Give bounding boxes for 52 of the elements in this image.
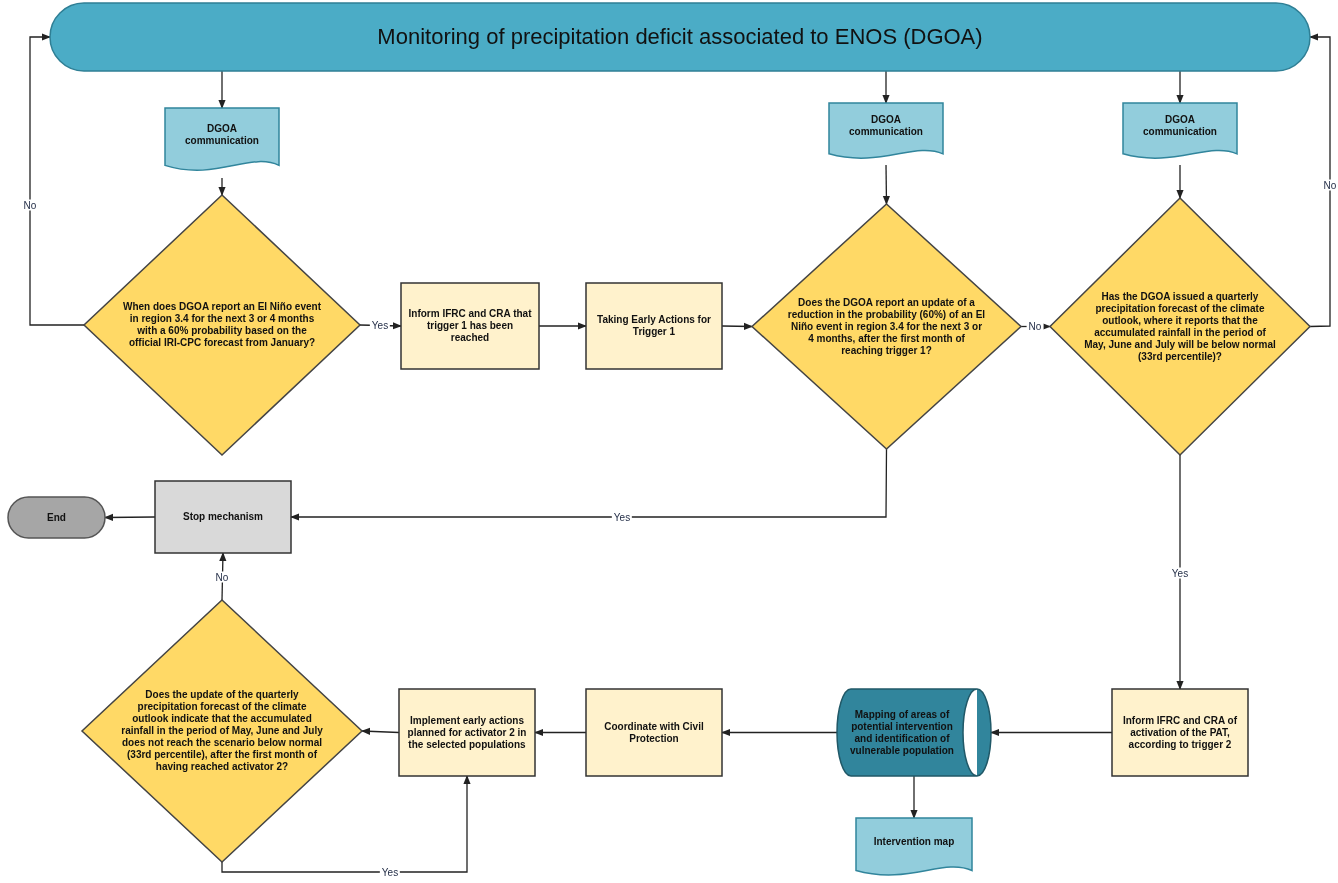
node-text: Stop mechanism <box>181 511 264 523</box>
node-text: DGOA communication <box>184 123 260 147</box>
node-text: DGOA communication <box>848 114 924 138</box>
arrow <box>1176 70 1184 104</box>
edge-label: No <box>21 199 39 211</box>
edge-label: No <box>1026 320 1044 332</box>
arrow <box>218 177 226 196</box>
arrow <box>218 70 226 109</box>
node-text: Has the DGOA issued a quarterly precipitation forecast of the climate outlook, where it reports that the accumulated rainfall in the period of May, June and July will be below normal (33rd percentile)? <box>1083 290 1277 363</box>
arrow <box>882 164 891 205</box>
node-text: End <box>46 511 67 524</box>
arrow <box>29 33 85 326</box>
arrow <box>1176 454 1184 690</box>
process-box <box>586 689 722 776</box>
node-text: Mapping of areas of potential intervention and identification of vulnerable population <box>849 708 955 757</box>
arrow <box>219 552 227 601</box>
process-box <box>586 283 722 369</box>
node-text: Monitoring of precipitation deficit associated to ENOS (DGOA) <box>376 23 984 51</box>
node-text: Intervention map <box>872 836 956 848</box>
arrow <box>990 728 1113 737</box>
arrow <box>361 727 400 735</box>
arrow <box>1309 33 1331 328</box>
node-text: Coordinate with Civil Protection <box>603 720 705 745</box>
decision-diamond <box>82 600 362 862</box>
node-text: Inform IFRC and CRA that trigger 1 has been reached <box>407 308 533 344</box>
process-box <box>1112 689 1248 776</box>
process-box <box>399 689 535 776</box>
node-text: When does DGOA report an El Niño event in region 3.4 for the next 3 or 4 months with a 60% probability based on the official IRI-CPC forecast from January? <box>122 301 322 349</box>
edge-label: Yes <box>379 866 401 878</box>
node-text: Implement early actions planned for activator 2 in the selected populations <box>406 714 528 751</box>
decision-diamond <box>752 204 1021 449</box>
edge-label: Yes <box>369 319 391 331</box>
edge-label: Yes <box>1169 567 1191 579</box>
node-text: Taking Early Actions for Trigger 1 <box>596 314 712 338</box>
process-box <box>155 481 291 553</box>
node-text: Does the update of the quarterly precipitation forecast of the climate outlook indicate that the accumulated rainfall in the period of May, June and July does not reach the scenario below normal (33rd percentile), after the first month of having reached activator 2? <box>120 689 324 773</box>
arrow <box>910 775 918 819</box>
node-text: Inform IFRC and CRA of activation of the PAT, according to trigger 2 <box>1121 714 1238 751</box>
decision-diamond <box>1050 198 1310 455</box>
title-banner <box>50 3 1310 71</box>
node-text: DGOA communication <box>1142 114 1218 138</box>
arrow <box>221 775 471 873</box>
arrow <box>1176 164 1184 199</box>
process-box <box>401 283 539 369</box>
decision-diamond <box>84 195 360 455</box>
edge-label: No <box>1321 179 1338 191</box>
edge-label: No <box>213 571 231 583</box>
end-terminator <box>8 497 105 538</box>
edge-label: Yes <box>611 511 633 523</box>
node-text: Does the DGOA report an update of a reduction in the probability (60%) of an El Niño event in region 3.4 for the next 3 or 4 months, after the first month of reaching trigger 1? <box>786 296 986 357</box>
storage-cylinder <box>837 689 991 776</box>
arrow <box>882 70 890 104</box>
